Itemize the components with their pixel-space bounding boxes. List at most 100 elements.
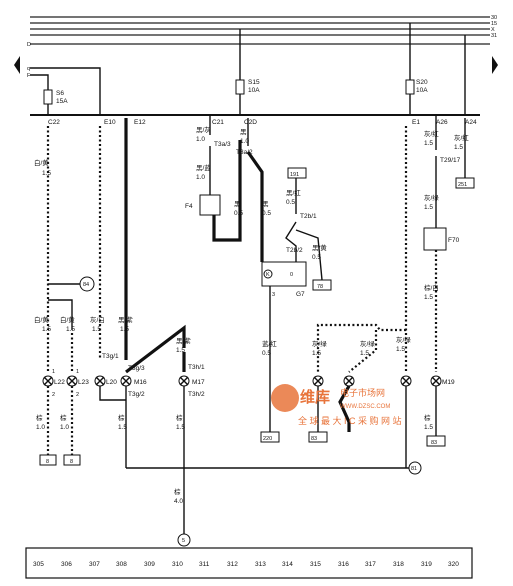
svg-text:M16: M16 [134,379,147,386]
wire-gnd-c: 棕 [118,413,125,422]
plug-t3a2: T3a/2 [236,149,253,156]
svg-text:L23: L23 [78,379,89,386]
svg-text:L22: L22 [54,379,65,386]
wire-gnd-b: 棕 [60,413,67,422]
svg-text:317: 317 [365,561,376,568]
label-f: F [27,73,31,79]
ref-78 [312,279,332,291]
wire-e12: 黑/紫 [118,316,133,324]
svg-text:81: 81 [411,466,417,472]
right-arrow-icon [492,56,498,74]
wire-c22-a: 白/黄 [34,158,49,167]
svg-text:319: 319 [421,561,432,568]
rail-label-15: 15 [491,21,497,27]
lamp-l22: L22 1 2 [42,369,65,398]
plug-t29-17: T29/17 [440,157,461,164]
plug-t3h1: T3h/1 [188,364,205,371]
wire-mid-a: 黑/紫 [176,337,191,345]
ref-220 [308,431,328,443]
switch-f4 [199,194,221,216]
svg-text:83: 83 [311,436,317,442]
left-arrow-icon [14,56,20,74]
power-rails: 30 15 X 31 D [27,15,497,48]
wire-g7-out: 蓝/红 [262,339,277,348]
plug-t3g3: T3g/3 [128,365,145,372]
wire-a26-b: 灰/绿 [424,193,439,202]
svg-text:0.5: 0.5 [286,199,295,206]
label-f4: F4 [185,203,193,210]
svg-text:5: 5 [182,538,185,544]
svg-text:电子市场网: 电子市场网 [340,387,385,398]
fuse-s20: S20 10A [405,79,428,95]
svg-text:1.5: 1.5 [42,326,51,333]
svg-text:315: 315 [310,561,321,568]
svg-text:251: 251 [458,182,467,188]
svg-text:15A: 15A [56,98,68,105]
wire-e10: 灰/白 [90,315,105,324]
conn-e1: E1 [412,119,420,126]
wire-e1: 灰/绿 [396,335,411,344]
svg-text:1.0: 1.0 [36,424,45,431]
svg-text:311: 311 [199,561,210,568]
wire-a24: 灰/红 [454,133,469,142]
plug-t3h2: T3h/2 [188,391,205,398]
svg-text:0.5: 0.5 [262,350,271,357]
svg-text:0: 0 [290,272,293,278]
wire-gnd-e: 棕 [424,413,431,422]
plug-t2b1: T2b/1 [300,213,317,220]
wire-gnd-d: 棕 [176,413,183,422]
wire-c22-c: 白/黄 [60,315,75,324]
svg-text:84: 84 [83,282,89,288]
svg-text:2: 2 [52,392,55,398]
ground-ref-8a [39,454,57,466]
svg-text:G7: G7 [296,291,305,298]
svg-text:1.0: 1.0 [60,424,69,431]
svg-text:1.5: 1.5 [176,347,185,354]
svg-text:1.5: 1.5 [312,350,321,357]
plug-t2b2: T2b/2 [286,247,303,254]
motor-m17: M17 [178,375,205,387]
switch-f70 [423,227,447,251]
svg-text:220: 220 [263,436,272,442]
svg-text:305: 305 [33,561,44,568]
conn-c2d: C2D [244,119,257,126]
rail-label-31: 31 [491,33,497,39]
svg-text:1.5: 1.5 [66,326,75,333]
svg-text:1.5: 1.5 [360,350,369,357]
wire-mid-b: 灰/绿 [360,339,375,348]
svg-text:1.5: 1.5 [424,294,433,301]
svg-text:维库: 维库 [300,388,330,406]
svg-text:1.5: 1.5 [424,204,433,211]
svg-text:全 球 最 大 I C 采 购 网 站: 全 球 最 大 I C 采 购 网 站 [298,415,402,426]
wire-c2d-b: 黑 [234,200,241,208]
wire-c22-b: 白/黄 [34,315,49,324]
svg-text:0.5: 0.5 [262,210,271,217]
svg-text:1.5: 1.5 [118,424,127,431]
ref-83 [426,435,446,447]
label-f70: F70 [448,237,460,244]
svg-text:1.5: 1.5 [176,424,185,431]
junction-84 [79,276,95,292]
svg-text:S20: S20 [416,79,428,86]
svg-text:314: 314 [282,561,293,568]
wire-c21-a: 黑/灰 [196,125,211,134]
svg-text:1.0: 1.0 [196,174,205,181]
conn-a26: A26 [436,119,448,126]
rail-label-d: D [27,42,31,48]
svg-text:1: 1 [52,369,55,375]
grid-scale: 305 306 307 308 309 310 311 312 313 314 … [25,547,473,579]
wire-a26-c: 棕/白 [424,283,439,292]
svg-text:3: 3 [272,292,275,298]
svg-text:10A: 10A [248,87,260,94]
svg-text:1.5: 1.5 [396,346,405,353]
wire-r78: 黑/黄 [312,243,327,252]
wire-c2d-a: 黑 [240,128,247,136]
ground-ref-8b [63,454,81,466]
plug-t3a3: T3a/3 [214,141,231,148]
wire-r191: 黑/红 [286,188,301,197]
label-q: q [27,66,30,72]
svg-text:318: 318 [393,561,404,568]
svg-text:8: 8 [46,459,49,465]
plug-t3g2: T3g/2 [128,391,145,398]
conn-c22: C22 [48,119,60,126]
